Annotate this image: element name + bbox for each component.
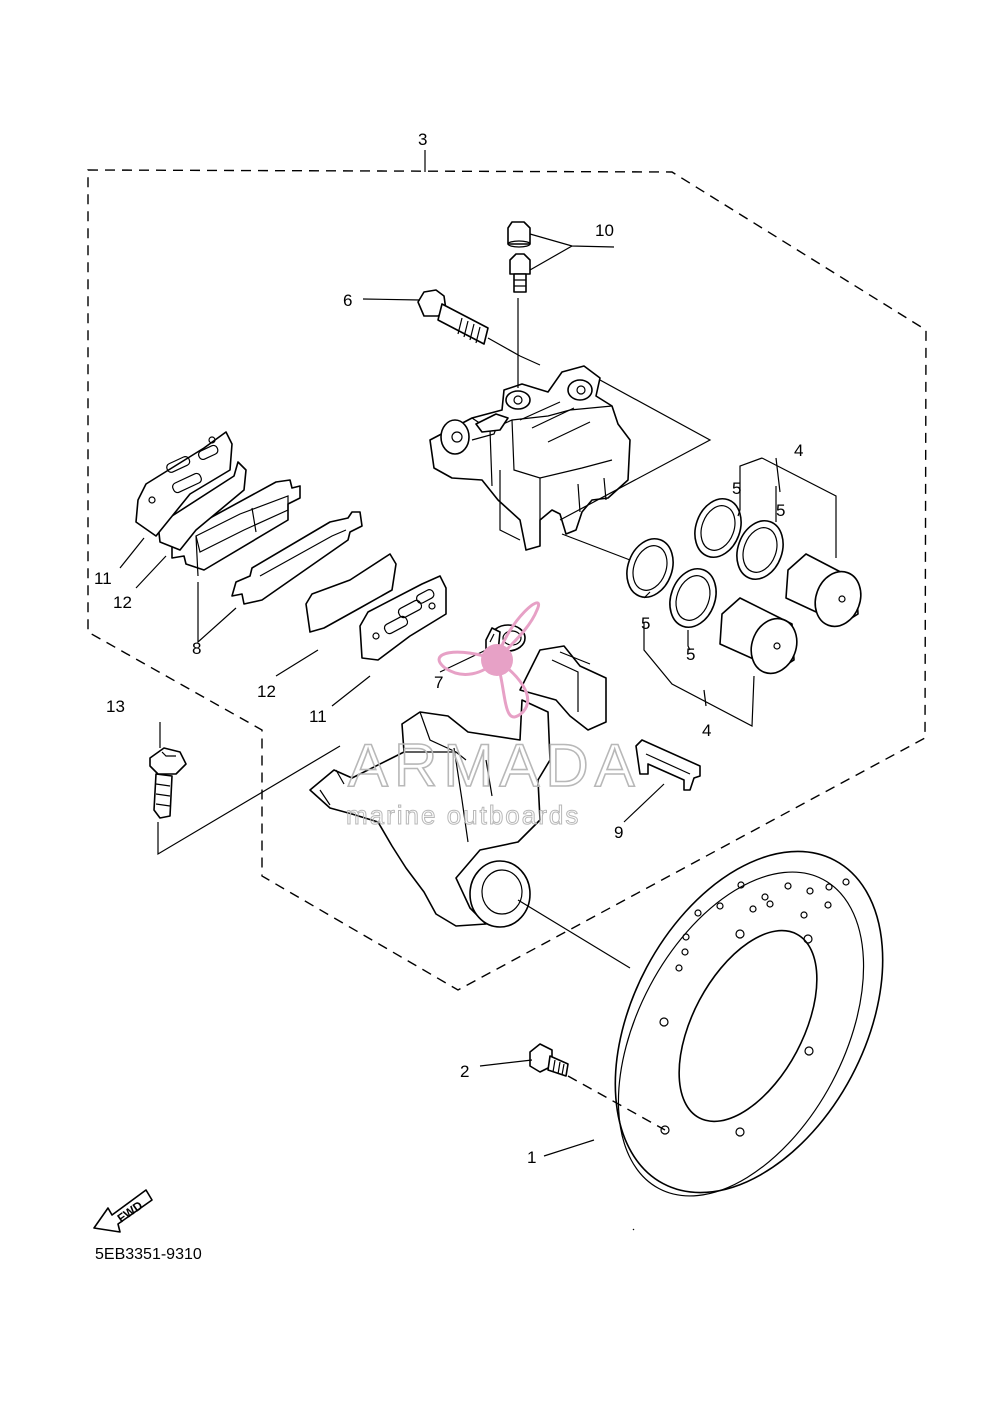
piston-lower [719,597,798,675]
callout-6: 6 [343,291,352,310]
caliper-bolt [417,289,489,345]
watermark: ARMADA marine outboards [346,601,641,831]
piston-seal-c [694,498,742,558]
pad-support [635,739,701,791]
disc-bolt [529,1043,569,1077]
piston-upper [785,553,862,628]
drawing-code: 5EB3351-9310 [95,1246,202,1263]
caliper-body [429,365,631,551]
callout-4-bottom: 4 [702,721,711,740]
brake-pad-rear [231,511,363,605]
callout-4-top: 4 [794,441,803,460]
callout-11-a: 11 [94,569,112,588]
leader-lines [119,233,837,1157]
callout-labels: 3 10 6 4 5 5 5 5 4 11 12 8 12 11 7 13 9 … [94,130,803,1167]
brake-disc [614,850,884,1197]
piston-seal-d [736,520,784,580]
callout-2: 2 [460,1062,469,1081]
callout-5-b: 5 [776,501,785,520]
bleed-screw-and-cap [507,221,531,293]
piston-seal-a [626,538,674,598]
watermark-blade [437,650,500,676]
bracket-bolt [149,747,187,819]
callout-10: 10 [595,221,614,240]
watermark-brand: ARMADA [348,732,641,799]
callout-8: 8 [192,639,201,658]
callout-7: 7 [434,673,443,692]
watermark-blade [494,656,530,719]
callout-5-a: 5 [732,479,741,498]
watermark-hub [481,644,513,676]
watermark-tagline: marine outboards [346,800,580,830]
caliper-bracket [309,645,607,928]
callout-1: 1 [527,1148,536,1167]
callout-5-c: 5 [641,614,650,633]
callout-13: 13 [106,697,125,716]
callout-3: 3 [418,130,427,149]
watermark-blade [495,601,541,661]
piston-seal-b [669,568,717,628]
callout-9: 9 [614,823,623,842]
brake-pad-front [171,479,301,577]
callout-12-a: 12 [113,593,132,612]
forward-direction-arrow: FWD [93,1189,153,1233]
watermark-propeller-logo [437,601,541,719]
pad-shim-rear [359,575,447,661]
callout-12-b: 12 [257,682,276,701]
caliper-assembly-boundary [87,169,927,991]
callout-5-d: 5 [686,645,695,664]
pad-insulator-rear [305,553,397,633]
callout-11-b: 11 [309,707,327,726]
pad-shim-front [135,431,233,537]
